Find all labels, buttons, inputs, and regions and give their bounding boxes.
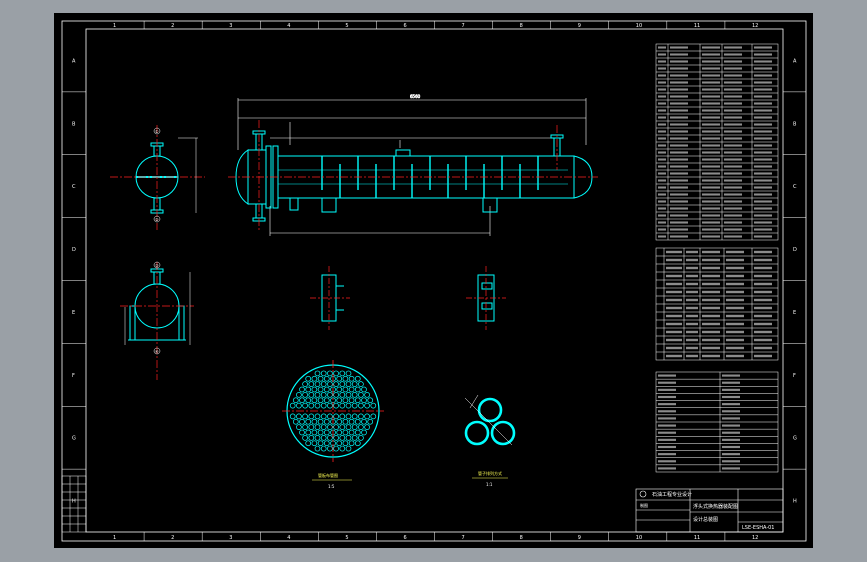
zone-col-bottom: 10 (636, 535, 642, 541)
zone-row-left: F (72, 373, 75, 379)
overall-dimensions: 6560 (237, 94, 587, 236)
zone-col-bottom: 12 (752, 535, 758, 541)
title-sheet: 设计总装图 (693, 516, 718, 523)
zone-row-left: G (72, 436, 76, 442)
nozzle-mark-2: ② (155, 217, 159, 222)
standards-table (655, 371, 779, 473)
zone-row-left: H (72, 499, 76, 505)
zone-row-right: E (793, 310, 796, 316)
title-drawing-number: LSE-ESHA-01 (742, 525, 775, 531)
zone-row-right: D (793, 247, 797, 253)
svg-text:6560: 6560 (410, 94, 421, 99)
zone-col-top: 10 (636, 23, 642, 29)
detail-view-left (310, 266, 350, 330)
zone-col-top: 2 (171, 23, 174, 29)
tube-pattern-label: 管子排列方式 (478, 470, 502, 476)
zone-col-bottom: 8 (520, 535, 523, 541)
zone-col-top: 11 (694, 23, 700, 29)
zone-col-bottom: 3 (229, 535, 232, 541)
zone-col-top: 7 (462, 23, 465, 29)
zone-rows: A A B B C C D D E E F F G G H H (62, 58, 806, 505)
zone-col-top: 8 (520, 23, 523, 29)
tubesheet-view (282, 360, 384, 462)
saddle-right (482, 197, 498, 213)
zone-col-top: 9 (578, 23, 581, 29)
zone-row-right: B (793, 121, 797, 127)
design-data-table (655, 43, 779, 241)
nozzle-mark-1: ① (155, 129, 159, 134)
drawing-background (54, 13, 813, 548)
zone-row-left: B (72, 121, 76, 127)
zone-col-top: 5 (345, 23, 348, 29)
zone-col-top: 3 (229, 23, 232, 29)
tubesheet-holes (289, 370, 377, 452)
title-stamp: 制图 (640, 502, 648, 508)
zone-row-right: F (793, 373, 796, 379)
zone-col-top: 4 (287, 23, 290, 29)
tubesheet-label: 管板布管图 (318, 472, 338, 478)
title-block (635, 488, 784, 533)
zone-row-left: C (72, 184, 76, 190)
end-view-top (110, 125, 205, 230)
nozzle-mark-3: ③ (155, 263, 159, 268)
zone-row-right: A (793, 58, 797, 64)
zone-row-left: A (72, 58, 76, 64)
zone-col-bottom: 6 (403, 535, 406, 541)
nozzle-mark-4: ④ (155, 349, 159, 354)
zone-row-right: C (793, 184, 797, 190)
tubesheet-scale: 1:5 (328, 484, 335, 489)
nozzle-table (655, 247, 779, 361)
zone-row-left: D (72, 247, 76, 253)
tube-pattern-view (464, 394, 516, 446)
zone-col-bottom: 5 (345, 535, 348, 541)
zone-row-right: H (793, 499, 797, 505)
title-school: 石油工程专业设计 (652, 491, 692, 498)
revision-grid (61, 475, 87, 533)
detail-view-right (466, 266, 506, 330)
zone-col-bottom: 4 (287, 535, 290, 541)
baffles (321, 156, 539, 198)
saddle-left (321, 197, 337, 213)
tube-pattern-scale: 1:1 (486, 482, 493, 487)
zone-row-right: G (793, 436, 797, 442)
zone-col-bottom: 7 (462, 535, 465, 541)
zone-row-left: E (72, 310, 75, 316)
zone-col-top: 1 (113, 23, 116, 29)
zone-col-top: 12 (752, 23, 758, 29)
outer-frame (61, 20, 807, 542)
zone-col-bottom: 9 (578, 535, 581, 541)
vent-boss (395, 149, 411, 157)
drain-nozzle (289, 197, 299, 211)
elevation-view: 6560 (228, 94, 598, 236)
title-drawing-name: 浮头式换热器装配图 (693, 503, 738, 510)
zone-col-top: 6 (403, 23, 406, 29)
zone-col-bottom: 11 (694, 535, 700, 541)
end-view-bottom (120, 261, 194, 380)
zone-col-bottom: 1 (113, 535, 116, 541)
zone-col-bottom: 2 (171, 535, 174, 541)
